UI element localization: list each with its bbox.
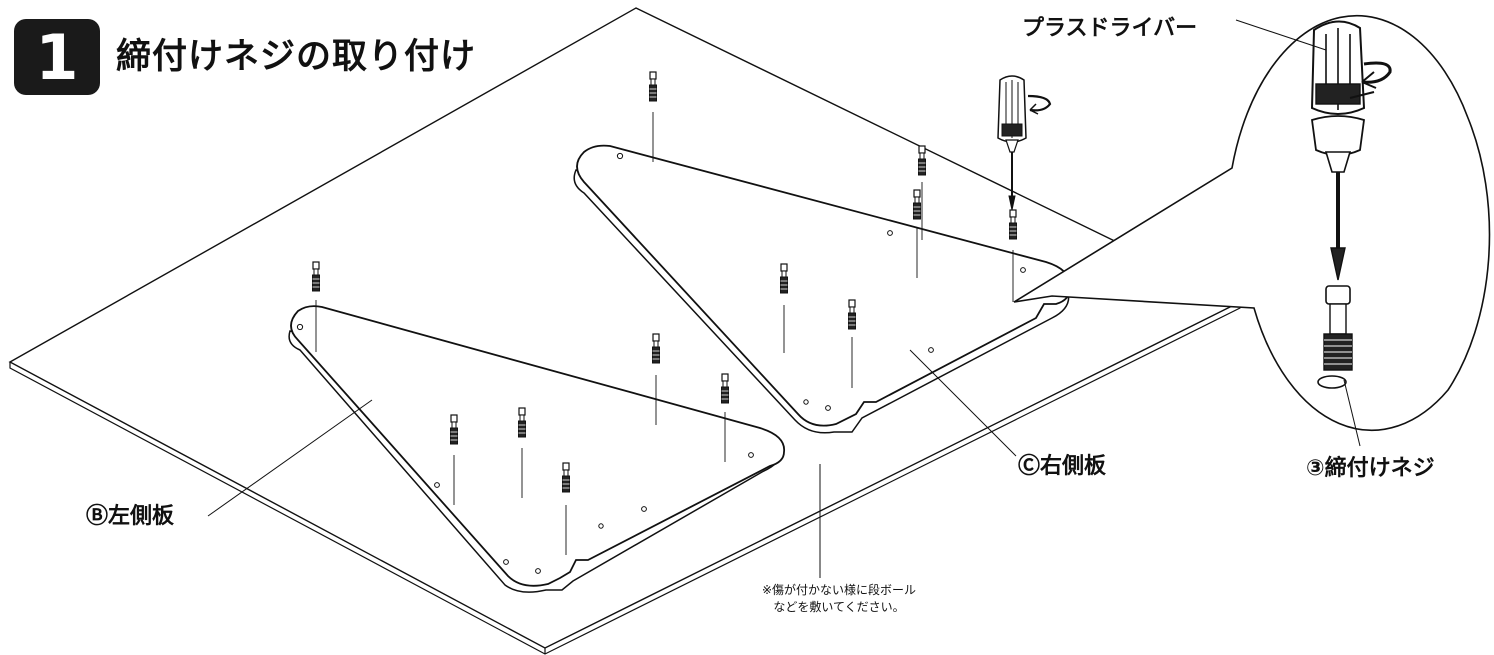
left-side-panel <box>288 305 785 593</box>
label-screwdriver: プラスドライバー <box>1022 16 1198 41</box>
screw-enlarged <box>1317 285 1353 389</box>
screwdriver-enlarged <box>1310 20 1392 281</box>
floor-sheet <box>8 7 1242 655</box>
step-number-badge: 1 <box>14 19 100 95</box>
caution-note: ※傷が付かない様に段ボール などを敷いてください。 <box>762 582 916 616</box>
detail-callout <box>1013 14 1491 432</box>
step-title: 締付けネジの取り付け <box>116 37 477 77</box>
step-number: 1 <box>35 20 79 94</box>
bolt-guide-lines <box>315 112 1014 555</box>
label-screw: ③締付けネジ <box>1306 456 1435 481</box>
screwdriver-small <box>997 75 1052 211</box>
caution-note-line1: ※傷が付かない様に段ボール <box>762 583 917 597</box>
leader-lines <box>207 19 1361 578</box>
caution-note-line2: などを敷いてください。 <box>773 600 905 614</box>
label-left-panel: Ⓑ左側板 <box>86 504 175 529</box>
label-right-panel: Ⓒ右側板 <box>1018 454 1107 479</box>
right-side-panel <box>573 144 1071 434</box>
